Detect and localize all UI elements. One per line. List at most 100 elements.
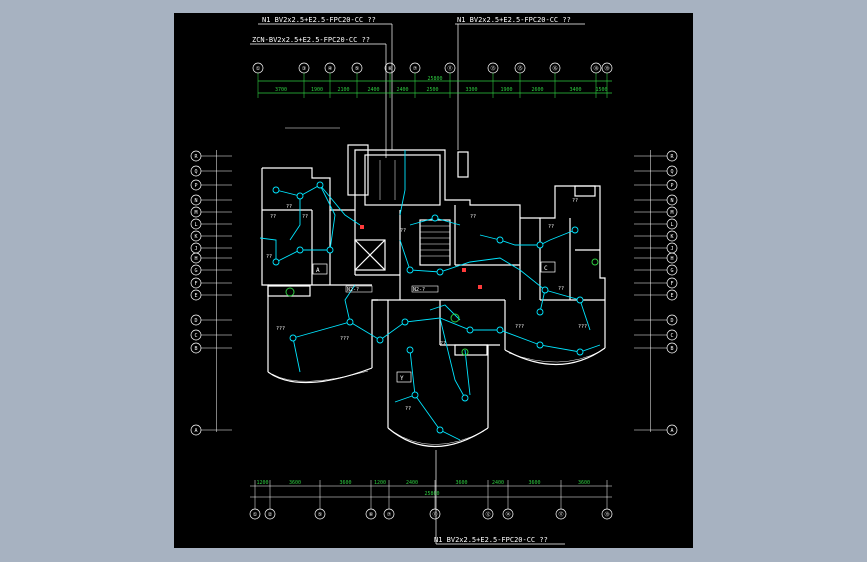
top-axis-bubble: ⑪: [444, 62, 456, 98]
side-axis-bubble: C: [634, 329, 678, 341]
side-axis-bubble: Q: [190, 165, 232, 177]
svg-text:⑱: ⑱: [593, 65, 598, 72]
top-dimension-value: 1900: [500, 87, 512, 93]
room-mark: ??: [286, 204, 292, 210]
svg-text:⑪: ⑪: [432, 511, 437, 518]
svg-text:P: P: [194, 183, 197, 189]
svg-text:E: E: [670, 293, 673, 299]
bottom-axis-bubble: ⑲: [601, 480, 613, 520]
room-mark: ???: [340, 336, 349, 342]
side-axis-bubble: Q: [634, 165, 678, 177]
top-dimension-value: 3400: [569, 87, 581, 93]
svg-text:①: ①: [256, 66, 261, 72]
top-dimension-value: 2400: [396, 87, 408, 93]
panel-box-left: [345, 285, 373, 293]
feeder-label-top-right: N1 BV2x2.5+E2.5-FPC20-CC ??: [457, 16, 571, 24]
side-axis-bubble: K: [634, 230, 678, 242]
side-axis-bubble: L: [634, 218, 678, 230]
side-axis-bubble: A: [634, 424, 678, 436]
bottom-total-dimension: 25800: [424, 491, 439, 497]
bottom-axis-bubble: ⑥: [365, 480, 377, 520]
bottom-axis-bubble: ⑭: [502, 480, 514, 520]
svg-text:⑬: ⑬: [490, 65, 495, 72]
svg-text:⑲: ⑲: [604, 65, 609, 72]
bottom-axis-bubble: ⑤: [314, 480, 326, 520]
svg-text:R: R: [194, 154, 198, 160]
bottom-axis-bubble: ①: [249, 480, 261, 520]
svg-text:Q: Q: [194, 169, 197, 175]
bottom-axis-bubble: ⑫: [482, 480, 494, 520]
side-axis-bubble: H: [634, 252, 678, 264]
svg-text:F: F: [194, 281, 197, 287]
top-axis-bubble: ⑦: [409, 62, 421, 98]
feeder-label-bottom: N1 BV2x2.5+E2.5-FPC20-CC ??: [434, 536, 548, 544]
light-fixtures: [272, 181, 584, 434]
svg-text:C: C: [194, 333, 197, 339]
room-marks: ?? ?? ?? ?? ??? ??? ?? ?? ??? ?? ?? ?? ?…: [266, 198, 587, 412]
top-axis-bubble: ⑲: [601, 62, 613, 98]
top-axis-bubble: ⑯: [549, 62, 561, 98]
bottom-axis-bubble: ⑦: [383, 480, 395, 520]
green-devices: [285, 258, 599, 356]
bottom-dimension-value: 2400: [406, 480, 418, 486]
svg-text:⑦: ⑦: [387, 512, 392, 518]
svg-text:L: L: [670, 222, 673, 228]
side-axis-bubble: F: [190, 277, 232, 289]
distribution-devices: [360, 225, 482, 289]
svg-text:⑮: ⑮: [517, 65, 522, 72]
side-axis-bubble: M: [190, 206, 232, 218]
bottom-dimension-value: 3600: [528, 480, 540, 486]
bottom-dimension-value: 1200: [256, 480, 268, 486]
unit-tag-y: Y: [400, 375, 404, 382]
svg-text:G: G: [194, 268, 197, 274]
side-axis-bubble: J: [190, 242, 232, 254]
room-mark: ??: [270, 214, 276, 220]
svg-text:J: J: [194, 246, 197, 252]
room-mark: ??: [470, 214, 476, 220]
side-axis-bubble: R: [634, 150, 678, 162]
bottom-dimension-value: 3600: [455, 480, 467, 486]
top-dimension-value: 3700: [275, 87, 287, 93]
svg-text:K: K: [194, 234, 197, 240]
svg-text:⑰: ⑰: [558, 511, 563, 518]
bottom-axis-bubble: ②: [264, 480, 276, 520]
bottom-dimension-value: 1200: [374, 480, 386, 486]
side-axis-bubble: N: [190, 194, 232, 206]
top-axis-bubble: ⑱: [590, 62, 602, 98]
side-axis-bubble: C: [190, 329, 232, 341]
svg-text:G: G: [670, 268, 673, 274]
top-dimension-value: 3300: [465, 87, 477, 93]
svg-text:F: F: [670, 281, 673, 287]
room-mark: ???: [578, 324, 587, 330]
feeder-label-top-left-2: ZCN-BV2x2.5+E2.5-FPC20-CC ??: [252, 36, 370, 44]
top-dimension-value: 2400: [367, 87, 379, 93]
svg-text:D: D: [194, 318, 197, 324]
side-axis-bubble: L: [190, 218, 232, 230]
side-axis-bubble: D: [190, 314, 232, 326]
room-mark: ??: [440, 341, 446, 347]
svg-text:⑫: ⑫: [485, 511, 490, 518]
side-axis-bubble: B: [190, 342, 232, 354]
room-mark: ??: [405, 406, 411, 412]
top-dimension-value: 2600: [531, 87, 543, 93]
top-axis-bubble: ⑮: [514, 62, 526, 98]
svg-text:M: M: [194, 210, 197, 216]
bottom-dimension-value: 3600: [339, 480, 351, 486]
svg-text:N: N: [670, 198, 673, 204]
svg-text:H: H: [194, 256, 197, 262]
svg-text:Q: Q: [670, 169, 673, 175]
svg-text:⑦: ⑦: [413, 66, 418, 72]
unit-tag-box-c: [540, 261, 556, 273]
unit-tag-a: A: [316, 267, 320, 274]
room-mark: ??: [266, 254, 272, 260]
top-total-dimension: 25800: [427, 76, 442, 82]
side-axis-bubble: H: [190, 252, 232, 264]
svg-text:⑤: ⑤: [355, 66, 360, 72]
room-mark: ???: [276, 326, 285, 332]
top-axis-bubble: ③: [298, 62, 310, 98]
svg-text:L: L: [194, 222, 197, 228]
lighting-wiring: [259, 150, 601, 441]
feeder-leaders: [250, 23, 585, 545]
side-axis-bubble: G: [634, 264, 678, 276]
svg-text:J: J: [670, 246, 673, 252]
